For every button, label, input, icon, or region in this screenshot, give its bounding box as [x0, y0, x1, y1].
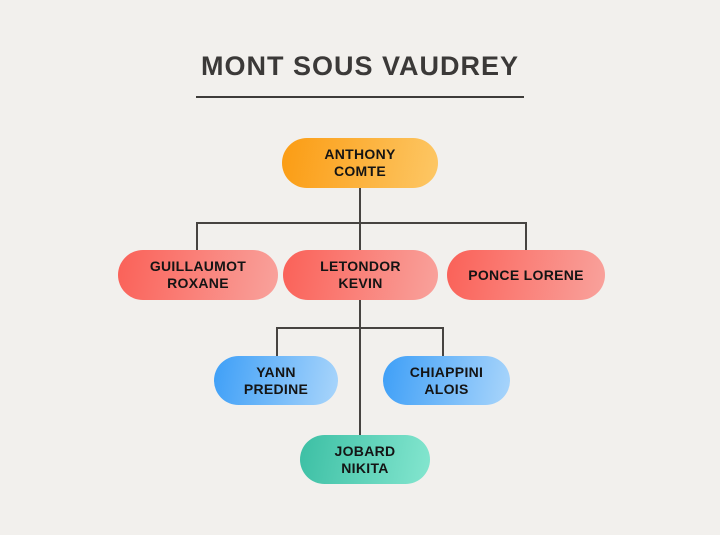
org-node-yann-predine: YANN PREDINE	[214, 356, 338, 405]
connector-drop-ponce	[525, 222, 527, 251]
org-node-anthony-comte: ANTHONY COMTE	[282, 138, 438, 188]
connector-rail-level2	[196, 222, 527, 224]
connector-drop-chiappini	[442, 327, 444, 357]
connector-letondor-stem	[359, 299, 361, 436]
connector-drop-letondor	[359, 222, 361, 251]
org-node-label: ANTHONY	[324, 146, 396, 162]
connector-rail-level3	[276, 327, 444, 329]
connector-drop-guillaumot	[196, 222, 198, 251]
org-node-label: LETONDOR	[320, 258, 401, 274]
org-node-label: YANN	[256, 363, 296, 380]
connector-drop-yann	[276, 327, 278, 357]
org-node-label: CHIAPPINI	[409, 363, 484, 380]
org-node-label: PREDINE	[243, 380, 309, 397]
connector-root-stem	[359, 187, 361, 223]
org-node-letondor-kevin: LETONDOR KEVIN	[283, 250, 438, 300]
org-node-guillaumot-roxane: GUILLAUMOT ROXANE	[118, 250, 278, 300]
org-node-label: NIKITA	[341, 459, 389, 476]
org-node-label: JOBARD	[334, 442, 396, 459]
org-node-label: KEVIN	[338, 275, 383, 291]
org-node-jobard-nikita: JOBARD NIKITA	[300, 435, 430, 484]
org-node-label: GUILLAUMOT	[149, 258, 247, 274]
page-title: MONT SOUS VAUDREY	[200, 51, 520, 81]
org-node-label: ALOIS	[424, 380, 469, 397]
org-node-ponce-lorene: PONCE LORENE	[447, 250, 605, 300]
org-node-label: PONCE LORENE	[468, 266, 584, 283]
org-node-chiappini-alois: CHIAPPINI ALOIS	[383, 356, 510, 405]
org-node-label: ROXANE	[167, 275, 229, 291]
org-node-label: COMTE	[333, 163, 387, 179]
title-underline	[196, 96, 524, 98]
